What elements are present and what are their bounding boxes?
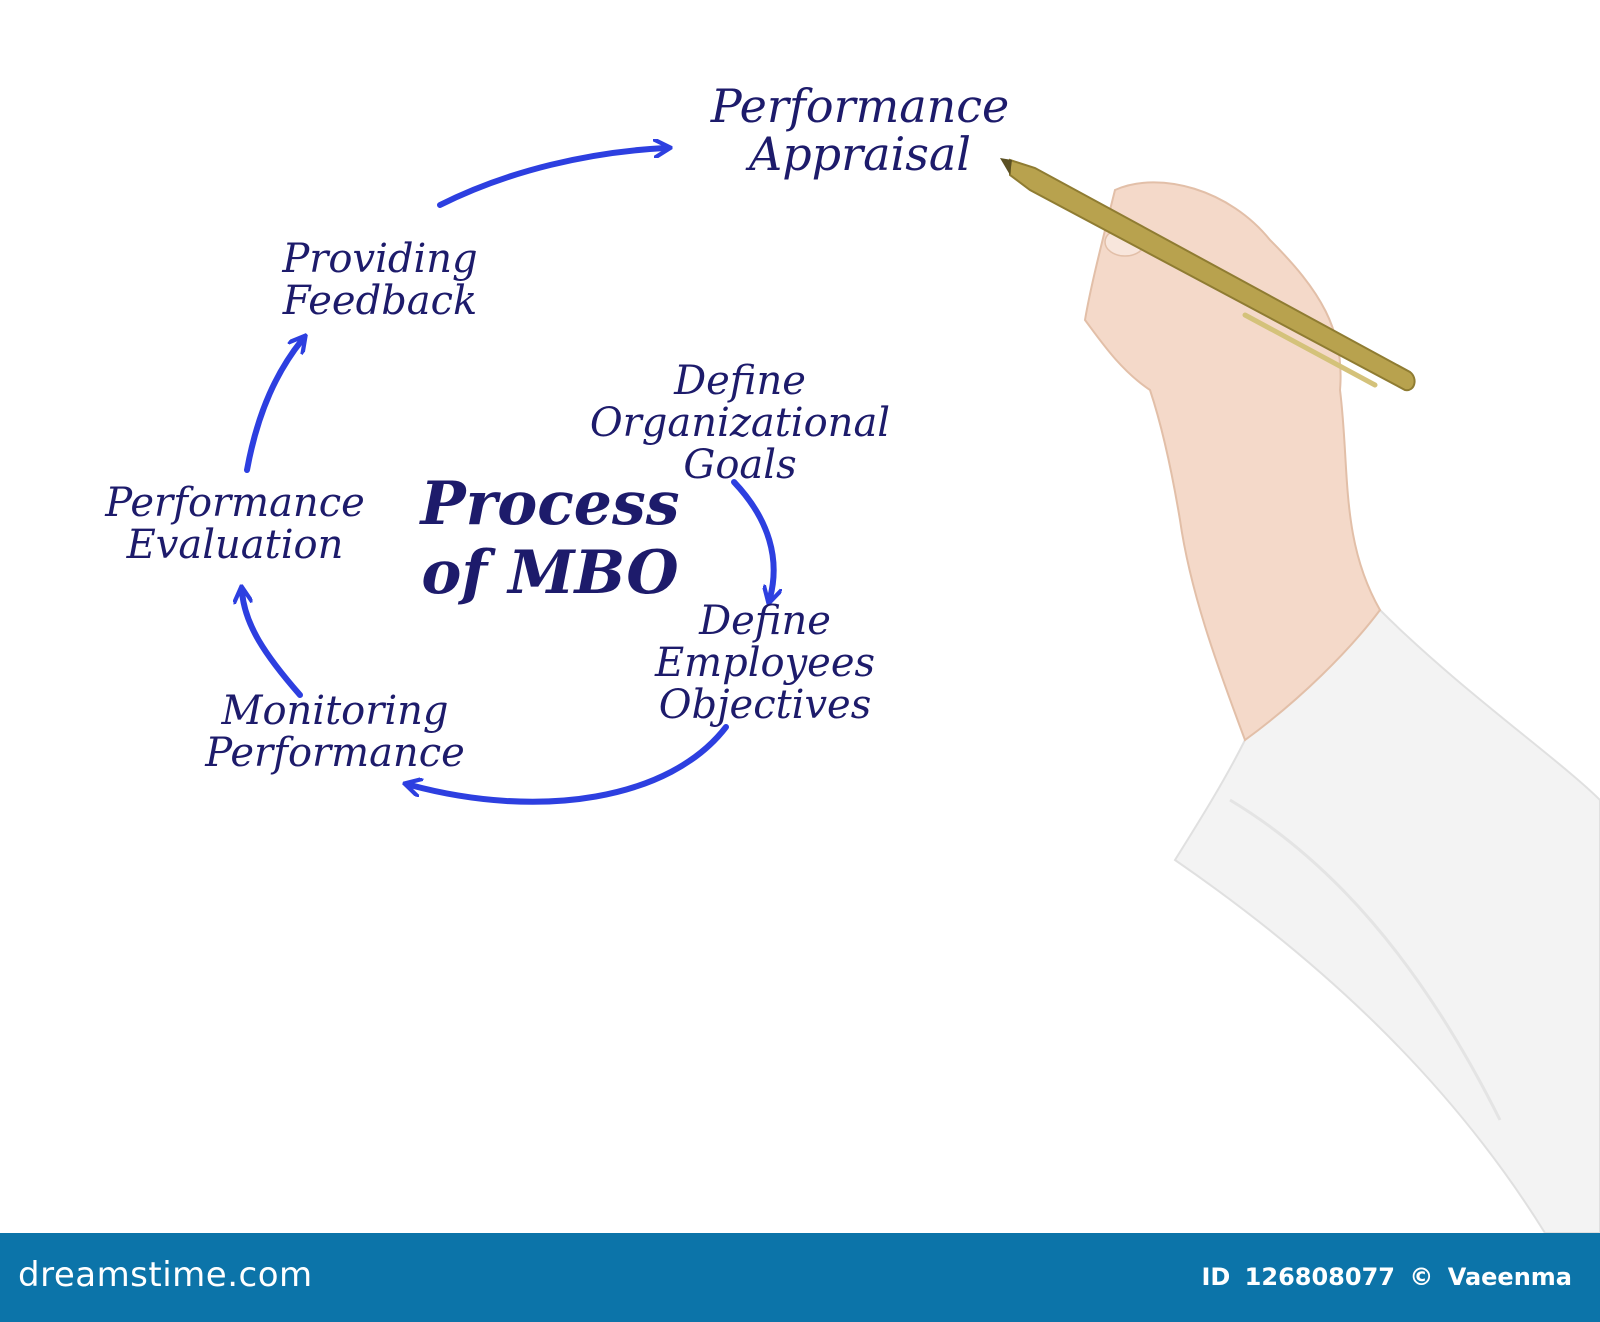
id-value: 126808077 bbox=[1244, 1263, 1395, 1291]
arrow-feedback-to-appraisal bbox=[437, 148, 665, 208]
step-monitoring-performance: Monitoring Performance bbox=[205, 688, 465, 776]
step-performance-evaluation: Performance Evaluation bbox=[105, 480, 365, 568]
hand-shape bbox=[1083, 181, 1382, 742]
step-organizational-goals: Define Organizational Goals bbox=[589, 358, 891, 488]
author-name: Vaeenma bbox=[1447, 1263, 1572, 1291]
pen-clip bbox=[1242, 312, 1378, 388]
arrow-monitoring-to-evaluation bbox=[242, 592, 303, 698]
pen-tip bbox=[1000, 158, 1012, 175]
copyright-symbol: © bbox=[1409, 1263, 1434, 1291]
watermark-footer: dreamstime.com ID 126808077 © Vaeenma bbox=[0, 1233, 1600, 1322]
pen-icon bbox=[1009, 158, 1416, 392]
image-credit: ID 126808077 © Vaeenma bbox=[1201, 1263, 1572, 1291]
step-employees-objectives: Define Employees Objectives bbox=[654, 598, 876, 728]
brand-name: dreamstime.com bbox=[18, 1255, 313, 1295]
arrow-evaluation-to-feedback bbox=[244, 340, 302, 473]
sleeve-fold bbox=[1229, 798, 1502, 1121]
id-label: ID bbox=[1201, 1263, 1231, 1291]
arrow-goals-to-objectives bbox=[731, 479, 774, 598]
diagram-title: Process of MBO bbox=[420, 469, 680, 608]
step-providing-feedback: Providing Feedback bbox=[282, 236, 478, 324]
step-performance-appraisal: Performance Appraisal bbox=[710, 79, 1010, 182]
arrow-objectives-to-monitoring bbox=[410, 724, 729, 805]
